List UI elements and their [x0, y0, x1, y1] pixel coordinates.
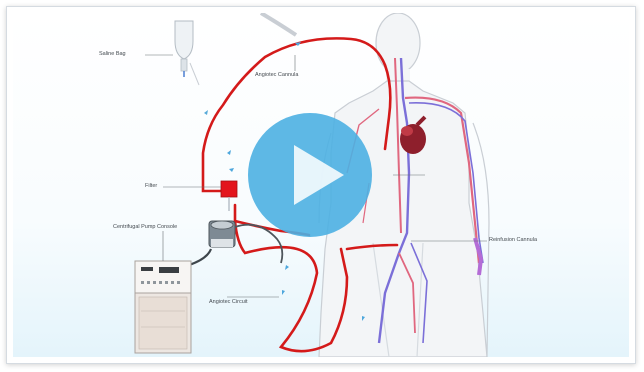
label-reinfusion-cannula: Reinfusion Cannula [489, 238, 537, 244]
video-thumbnail[interactable]: Saline Bag Angiotec Cannula Filter Centr… [13, 13, 629, 357]
saline-bag [175, 21, 208, 115]
label-angiotec-circuit: Angiotec Circuit [209, 300, 248, 306]
label-saline-bag: Saline Bag [99, 52, 126, 58]
label-centrifugal-pump-console: Centrifugal Pump Console [113, 225, 177, 231]
label-angiotec-cannula: Angiotec Cannula [255, 73, 298, 79]
iv-line [261, 13, 296, 35]
play-button[interactable] [248, 113, 372, 237]
play-icon [248, 113, 372, 237]
label-filter: Filter [145, 184, 157, 190]
pump-console [135, 261, 191, 353]
